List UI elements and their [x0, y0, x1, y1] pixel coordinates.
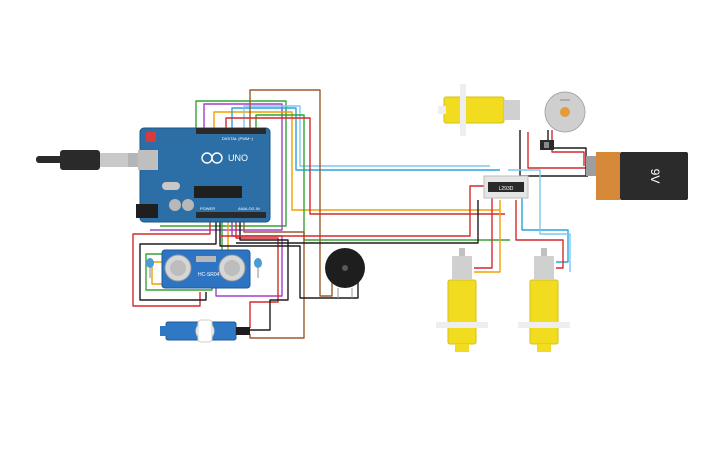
wire-blue-top: [231, 107, 500, 171]
analog-header: [196, 212, 266, 218]
wire-red-left: [132, 220, 211, 307]
wire-red-motor2: [515, 200, 564, 269]
wire-orange-motor1: [474, 200, 501, 273]
gear-motor-left[interactable]: [436, 248, 488, 352]
led-left[interactable]: [146, 258, 154, 278]
gear-motor-right[interactable]: [518, 248, 570, 352]
wire-black-left: [139, 220, 217, 301]
wire-purple-right: [215, 220, 283, 297]
usb-port: [138, 150, 158, 170]
wires: [132, 89, 596, 339]
battery-label: 9V: [648, 169, 662, 184]
wire-black-driver-gnd: [236, 200, 479, 244]
digital-label: DIGITAL (PWM~): [222, 136, 254, 141]
wire-green-left: [145, 220, 223, 291]
buzzer[interactable]: [325, 248, 365, 298]
wire-brown-servo: [243, 220, 305, 339]
wire-red-motor1: [474, 196, 493, 269]
reset-button[interactable]: [146, 132, 156, 142]
wire-red-top: [225, 117, 505, 215]
servo-motor[interactable]: [160, 319, 250, 343]
led-right[interactable]: [254, 258, 262, 278]
wire-black-right: [239, 220, 289, 331]
motor-driver[interactable]: L293D: [483, 175, 529, 199]
dc-motor[interactable]: [544, 91, 586, 133]
wire-orange-top: [213, 111, 500, 211]
power-jack: [136, 204, 158, 218]
wire-red-right: [235, 220, 279, 328]
digital-header: [196, 128, 266, 134]
wire-black-buzzer: [219, 220, 359, 299]
crystal: [162, 182, 180, 190]
ultrasonic-sensor[interactable]: HC-SR04: [161, 249, 251, 289]
atmega-chip: [194, 186, 242, 198]
wire-red-driver-power: [220, 185, 484, 237]
battery-9v[interactable]: 9V: [586, 152, 688, 200]
wire-black-switch: [547, 130, 587, 176]
wire-black-battery: [519, 130, 588, 177]
wire-green-top2: [255, 114, 510, 241]
wire-red-battery: [527, 132, 596, 169]
usb-cable: [36, 150, 158, 170]
capacitor-1: [169, 199, 181, 211]
gear-motor-top[interactable]: [438, 84, 520, 136]
ultrasonic-model-label: HC-SR04: [198, 272, 220, 278]
wire-blue-motor2: [521, 196, 569, 263]
analog-label: ANALOG IN: [238, 206, 260, 211]
arduino-model-label: UNO: [228, 153, 248, 163]
arduino-logo-icon: [201, 152, 223, 164]
arduino-uno[interactable]: UNO DIGITAL (PWM~) POWER ANALOG IN: [136, 127, 271, 223]
wire-lightblue-motor2: [508, 169, 571, 272]
wire-lightblue-top: [243, 105, 490, 167]
capacitor-2: [182, 199, 194, 211]
driver-label: L293D: [499, 186, 514, 192]
power-label: POWER: [200, 206, 215, 211]
wire-brown-top: [249, 89, 333, 297]
wire-purple-top: [150, 103, 283, 231]
slide-switch[interactable]: [540, 140, 554, 150]
